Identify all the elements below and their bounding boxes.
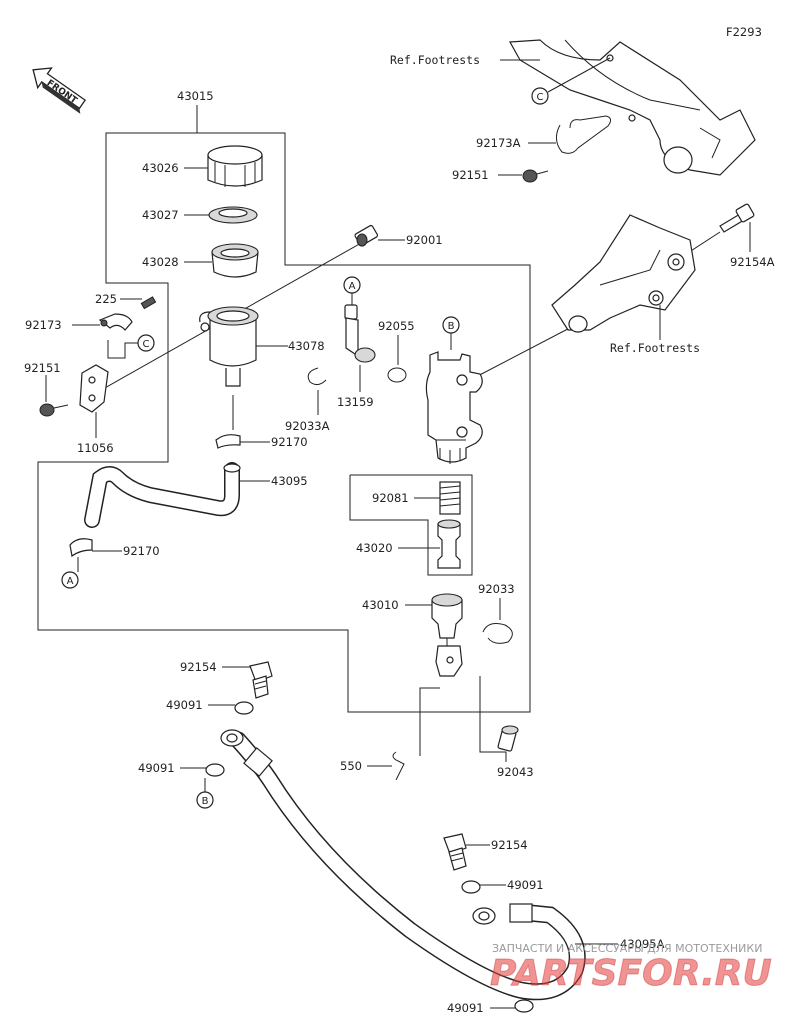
washer-49091-d: [514, 999, 534, 1013]
label-11056: 11056: [77, 441, 114, 455]
marker-a-bottom: A: [67, 576, 74, 587]
callout-b-bottom: [196, 791, 214, 809]
label-49091-c: 49091: [507, 878, 544, 892]
callout-a-bottom: [61, 571, 79, 589]
figure-code: F2293: [726, 25, 762, 39]
label-92154-top: 92154: [180, 660, 217, 674]
bolt-92151-left: [39, 403, 69, 417]
label-43020: 43020: [356, 541, 393, 555]
label-92154-bottom: 92154: [491, 838, 528, 852]
label-43078: 43078: [288, 339, 325, 353]
axis-line-pivot: [469, 319, 586, 381]
label-92043: 92043: [497, 765, 534, 779]
circlip-92033A: [307, 367, 327, 386]
diaphragm-plate-43027: [208, 206, 258, 224]
label-49091-b: 49091: [138, 761, 175, 775]
label-92081: 92081: [372, 491, 409, 505]
marker-a-top: A: [349, 281, 356, 292]
label-49091-a: 49091: [166, 698, 203, 712]
assembly-bracket-43015: [37, 105, 531, 713]
label-550: 550: [340, 759, 362, 773]
washer-49091-b: [205, 763, 225, 777]
label-92170-top: 92170: [271, 435, 308, 449]
bolt-92151-right: [522, 169, 549, 183]
washer-49091-a: [234, 701, 254, 715]
fitting-13159: [344, 304, 376, 363]
clip-92173A: [556, 115, 612, 154]
label-92001: 92001: [406, 233, 443, 247]
clamp-92170-bottom: [69, 538, 93, 558]
banjo-bolt-92154-bottom: [443, 833, 467, 871]
bracket-11056: [79, 364, 109, 413]
bolt-92154A: [719, 203, 755, 233]
callout-c-left: [137, 334, 155, 352]
master-cylinder-body: [425, 351, 483, 464]
marker-c-left: C: [143, 339, 150, 350]
label-43015: 43015: [177, 89, 214, 103]
label-225: 225: [95, 292, 117, 306]
marker-b-top: B: [448, 321, 455, 332]
marker-b-bottom: B: [202, 796, 209, 807]
label-13159: 13159: [337, 395, 374, 409]
label-92055: 92055: [378, 319, 415, 333]
assembly-bracket-43020: [349, 474, 473, 576]
push-rod-43010: [431, 593, 463, 677]
label-92170-bottom: 92170: [123, 544, 160, 558]
label-43095: 43095: [271, 474, 308, 488]
callout-c-right: [531, 87, 549, 105]
ref-footrests-lower: Ref.Footrests: [610, 341, 700, 355]
label-49091-d: 49091: [447, 1001, 484, 1015]
clamp-92173: [98, 313, 133, 331]
bolt-92001: [354, 224, 379, 247]
reservoir-cap-43026: [207, 145, 263, 187]
label-43095A: 43095A: [620, 937, 665, 951]
label-92173A: 92173A: [476, 136, 521, 150]
footrest-bracket-upper: [509, 39, 756, 176]
screw-225: [140, 296, 157, 310]
brake-hose-43095A: [220, 729, 586, 1001]
clamp-92170-top: [215, 434, 241, 449]
label-43028: 43028: [142, 255, 179, 269]
piston-43020: [437, 519, 461, 569]
washer-49091-c: [461, 880, 481, 894]
front-arrow-icon: FRONT: [32, 67, 87, 114]
label-92154A: 92154A: [730, 255, 775, 269]
hose-43095: [84, 462, 241, 528]
label-43027: 43027: [142, 208, 179, 222]
footrest-bracket-lower: [551, 214, 696, 333]
watermark-subtitle: ЗАПЧАСТИ И АКСЕССУАРЫ ДЛЯ МОТОТЕХНИКИ: [492, 942, 762, 955]
label-92033A: 92033A: [285, 419, 330, 433]
label-92033: 92033: [478, 582, 515, 596]
circlip-92033: [482, 623, 513, 644]
reservoir-43078: [199, 306, 259, 387]
banjo-bolt-92154-top: [249, 661, 273, 699]
ref-footrests-upper: Ref.Footrests: [390, 53, 480, 67]
spring-92081: [439, 481, 461, 515]
marker-c-right: C: [537, 92, 544, 103]
label-43026: 43026: [142, 161, 179, 175]
o-ring-92055: [387, 367, 407, 383]
pin-92043: [497, 725, 519, 752]
diaphragm-43028: [211, 243, 259, 278]
label-43010: 43010: [362, 598, 399, 612]
cotter-pin-550: [392, 751, 405, 781]
label-92173: 92173: [25, 318, 62, 332]
label-92151-left: 92151: [24, 361, 61, 375]
watermark-brand: PARTSFOR.RU: [490, 953, 772, 994]
label-92151-right: 92151: [452, 168, 489, 182]
